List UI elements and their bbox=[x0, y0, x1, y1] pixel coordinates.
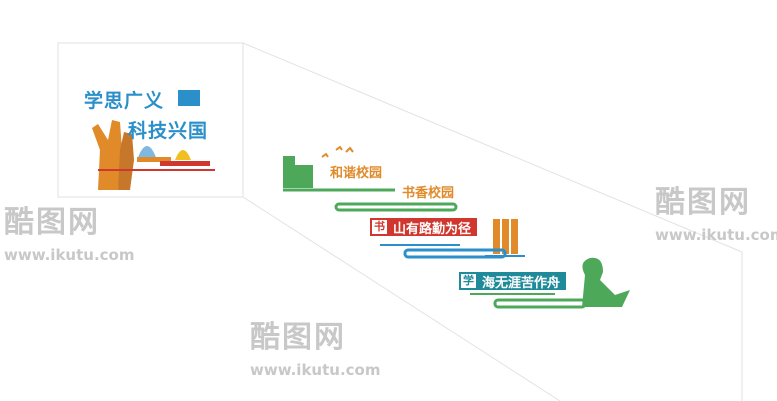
blue-scroll bbox=[403, 248, 507, 259]
green-scroll-1 bbox=[334, 202, 458, 212]
slogan-book-campus: 书香校园 bbox=[402, 186, 455, 201]
statue-figure-2 bbox=[118, 132, 134, 190]
tree-icon-blue bbox=[137, 146, 157, 160]
badge-study: 学 bbox=[461, 274, 476, 288]
building-icon bbox=[283, 156, 295, 188]
book-orange bbox=[137, 157, 171, 162]
building-icon-2 bbox=[295, 165, 313, 188]
slogan-sea: 海无涯苦作舟 bbox=[482, 275, 561, 291]
green-scroll-2 bbox=[493, 298, 587, 309]
birds-icon bbox=[321, 145, 354, 158]
badge-book: 书 bbox=[372, 220, 387, 234]
stair-top-line bbox=[242, 42, 743, 253]
books-icon bbox=[493, 219, 518, 254]
slogan-harmony: 和谐校园 bbox=[330, 166, 383, 181]
statue-figure-1 bbox=[92, 120, 122, 190]
panel-frame bbox=[57, 42, 244, 198]
tree-icon-yellow bbox=[175, 150, 191, 160]
panel-title-2: 科技兴国 bbox=[128, 120, 209, 142]
slogan-mountain-banner: 书 山有路勤为径 bbox=[370, 218, 478, 237]
stair-bottom-line bbox=[242, 196, 561, 401]
reading-girl-icon bbox=[582, 257, 630, 307]
slogan-mountain: 山有路勤为径 bbox=[393, 221, 472, 237]
cube-icon bbox=[178, 90, 200, 106]
slogan-sea-banner: 学 海无涯苦作舟 bbox=[459, 272, 567, 291]
book-red bbox=[160, 161, 210, 166]
panel-title-1: 学思广义 bbox=[84, 90, 165, 112]
